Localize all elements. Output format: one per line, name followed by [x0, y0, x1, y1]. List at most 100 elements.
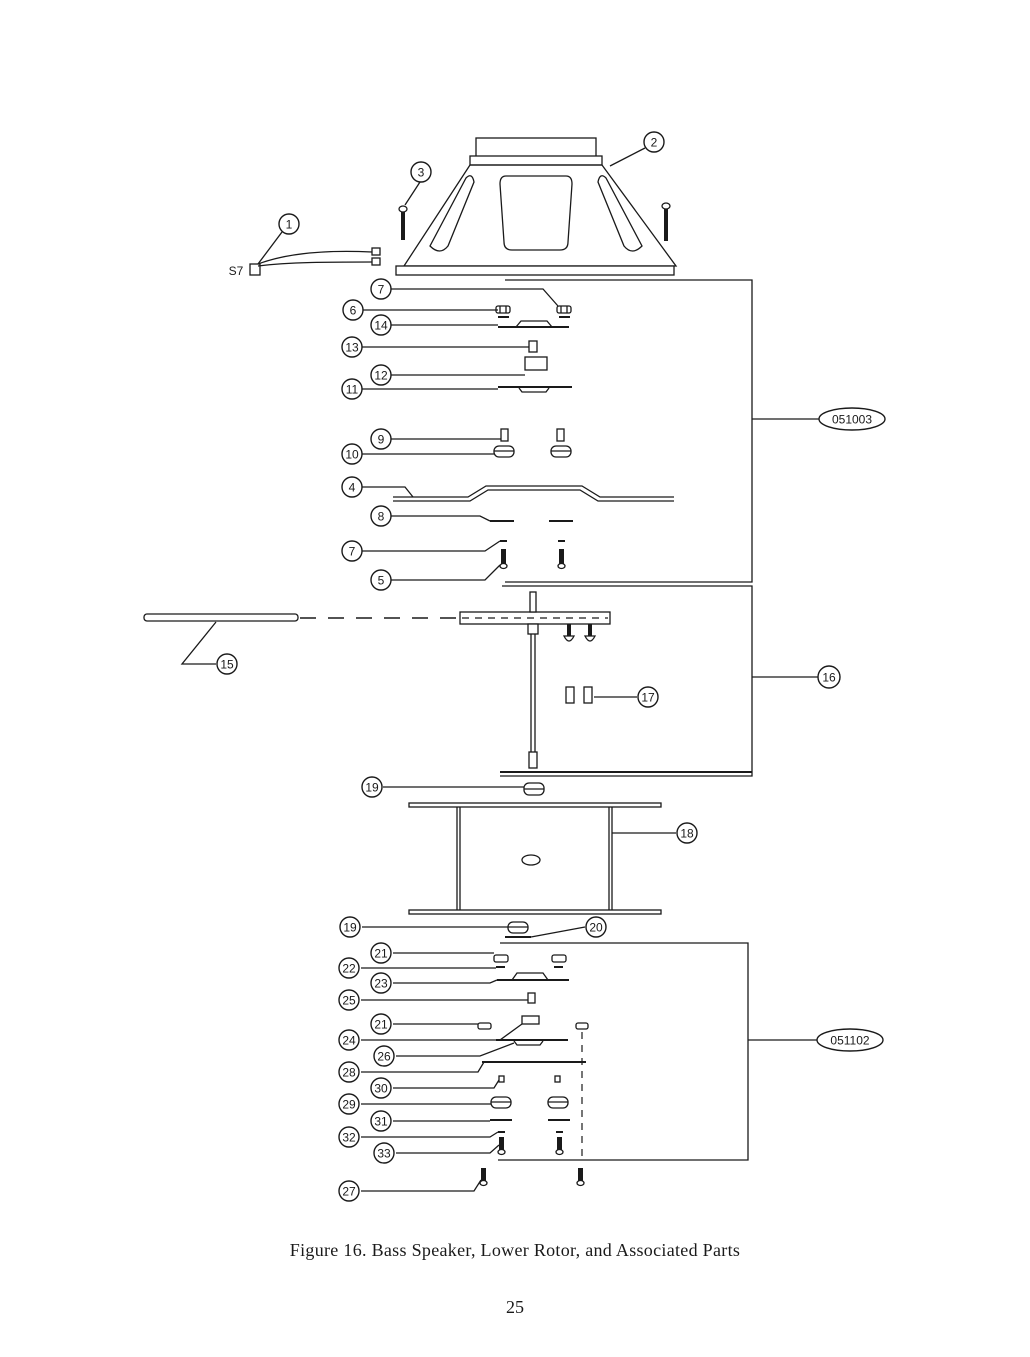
callout-circle: [637, 686, 659, 708]
callout-number: 4: [349, 481, 356, 495]
callout-circle: [370, 314, 392, 336]
callout-circle: [216, 653, 238, 675]
callout-number: 7: [349, 545, 356, 559]
plate-11: [498, 386, 572, 393]
callout-number: 19: [365, 781, 379, 795]
mounting-plate-14: [498, 320, 569, 328]
assembly-number: 16: [822, 671, 836, 685]
callout-part-28: 28: [338, 1061, 360, 1083]
callout-circle: [676, 822, 698, 844]
pad-12: [524, 356, 548, 371]
callout-number: 29: [342, 1098, 356, 1112]
speaker-lead-wires: [249, 247, 381, 276]
callout-number: 3: [418, 166, 425, 180]
callout-part-7: 7: [341, 540, 363, 562]
callout-part-29: 29: [338, 1093, 360, 1115]
callout-part-3: 3: [410, 161, 432, 183]
page-number: 25: [506, 1297, 524, 1317]
lower-hardware: [477, 954, 589, 1187]
leader-lines: [180, 147, 676, 1192]
callout-part-14: 14: [370, 314, 392, 336]
callout-number: 19: [343, 921, 357, 935]
callout-part-13: 13: [341, 336, 363, 358]
callout-number: 12: [374, 369, 388, 383]
callout-number: 26: [377, 1050, 391, 1064]
callout-part-1: 1: [278, 213, 300, 235]
callout-part-10: 10: [341, 443, 363, 465]
callout-circle: [373, 1045, 395, 1067]
bracket-4: [393, 485, 674, 502]
callout-part-24: 24: [338, 1029, 360, 1051]
assembly-callout-16: 16: [817, 665, 841, 689]
callout-part-33: 33: [373, 1142, 395, 1164]
assembly-oval: [818, 407, 886, 431]
assembly-number: 051102: [830, 1034, 869, 1048]
callout-part-22: 22: [338, 957, 360, 979]
callout-number: 14: [374, 319, 388, 333]
callout-part-9: 9: [370, 428, 392, 450]
callout-number: 21: [374, 947, 388, 961]
grommet-19-upper: [523, 782, 545, 796]
callout-part-15: 15: [216, 653, 238, 675]
callout-number: 32: [342, 1131, 356, 1145]
callout-part-23: 23: [370, 972, 392, 994]
callout-number: 33: [377, 1147, 391, 1161]
callout-circle: [643, 131, 665, 153]
callout-number: 21: [374, 1018, 388, 1032]
callout-circle: [342, 299, 364, 321]
callout-circle: [410, 161, 432, 183]
callout-part-11: 11: [341, 378, 363, 400]
callout-number: 18: [680, 827, 694, 841]
assembly-oval: [816, 1028, 884, 1052]
callout-circle: [370, 972, 392, 994]
callout-number: 8: [378, 510, 385, 524]
callout-number: 20: [589, 921, 603, 935]
callout-number: 24: [342, 1034, 356, 1048]
callout-circle: [278, 213, 300, 235]
bracket-051003: [505, 279, 820, 583]
assembly-number: 051003: [832, 413, 872, 427]
assembly-oval: [817, 665, 841, 689]
callout-circle: [370, 942, 392, 964]
callout-circle: [339, 916, 361, 938]
callout-part-18: 18: [676, 822, 698, 844]
callout-number: 1: [286, 218, 293, 232]
callout-part-21: 21: [370, 1013, 392, 1035]
callout-part-26: 26: [373, 1045, 395, 1067]
callout-circle: [370, 1013, 392, 1035]
callout-part-25: 25: [338, 989, 360, 1011]
callout-part-31: 31: [370, 1110, 392, 1132]
bracket-16: [500, 585, 818, 777]
callout-number: 22: [342, 962, 356, 976]
callout-part-4: 4: [341, 476, 363, 498]
callout-circle: [370, 505, 392, 527]
callout-part-19: 19: [361, 776, 383, 798]
callout-number: 31: [374, 1115, 388, 1129]
callout-part-2: 2: [643, 131, 665, 153]
callout-circle: [585, 916, 607, 938]
callout-number: 28: [342, 1066, 356, 1080]
callout-circle: [338, 1180, 360, 1202]
callout-part-6: 6: [342, 299, 364, 321]
callout-circle: [338, 957, 360, 979]
screws-5: [499, 540, 566, 570]
plug-label-s7: S7: [229, 264, 244, 278]
lower-rotor: [459, 591, 611, 769]
callout-number: 15: [220, 658, 234, 672]
callout-number: 7: [378, 283, 385, 297]
assembly-callouts: 051003 16 051102: [816, 407, 886, 1052]
callout-part-12: 12: [370, 364, 392, 386]
callout-circle: [341, 336, 363, 358]
callout-part-8: 8: [370, 505, 392, 527]
callout-number: 13: [345, 341, 359, 355]
callout-circle: [370, 1077, 392, 1099]
assembly-callout-051003: 051003: [818, 407, 886, 431]
callout-number: 11: [346, 383, 359, 397]
callout-circle: [338, 1029, 360, 1051]
bracket-051102: [498, 942, 818, 1161]
callout-number: 17: [641, 691, 655, 705]
callout-number: 9: [378, 433, 385, 447]
callout-circle: [338, 1126, 360, 1148]
